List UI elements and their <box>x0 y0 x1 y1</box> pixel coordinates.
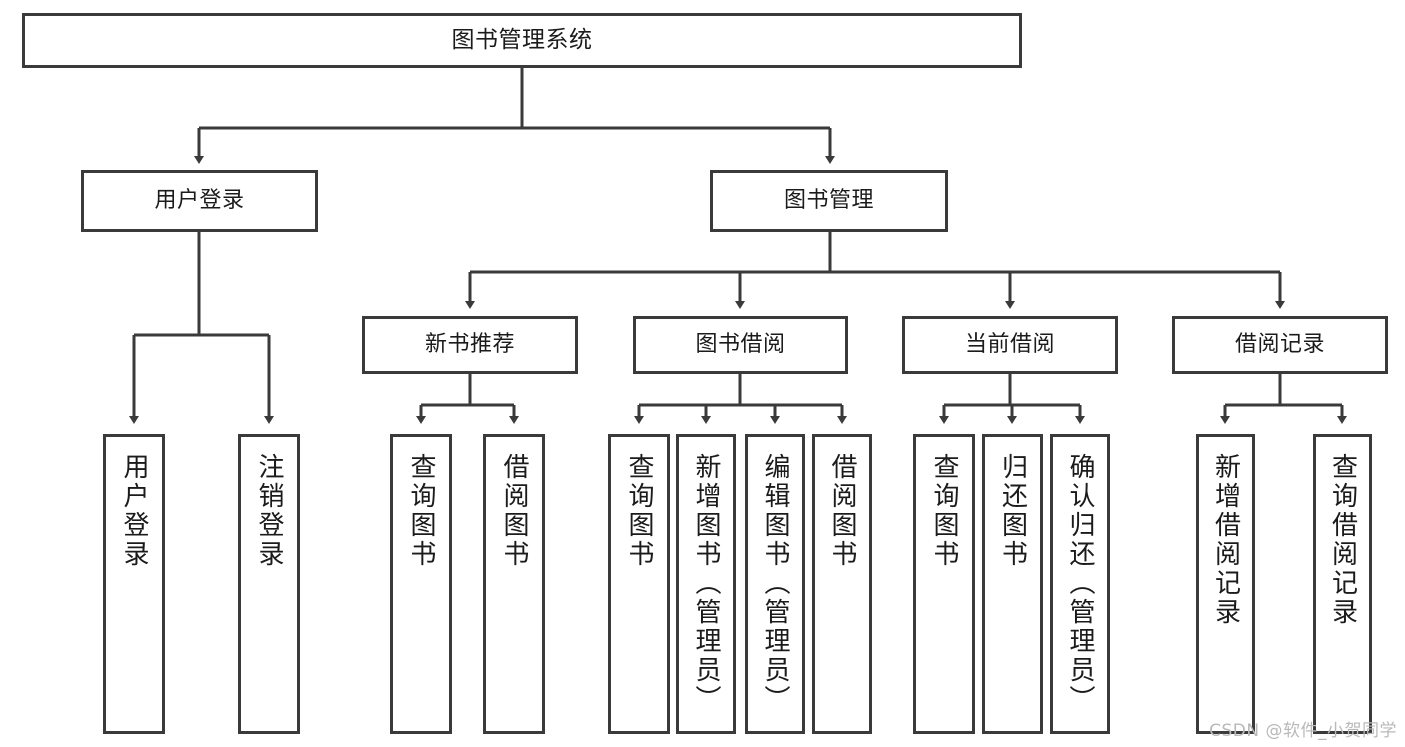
node-label: 确认归还（管理员） <box>1065 453 1095 714</box>
node-label: 用户登录 <box>119 453 149 569</box>
node-label: 查询借阅记录 <box>1327 453 1358 627</box>
node-label: 图书管理系统 <box>451 27 593 54</box>
leaf-current-query-book[interactable]: 查询图书 <box>913 434 975 734</box>
node-label: 借阅图书 <box>827 453 857 569</box>
node-book-management[interactable]: 图书管理 <box>710 170 948 232</box>
node-book-borrow[interactable]: 图书借阅 <box>633 316 848 374</box>
leaf-current-confirm-return-admin[interactable]: 确认归还（管理员） <box>1050 434 1110 734</box>
node-label: 借阅图书 <box>499 453 529 569</box>
leaf-user-login-logout[interactable]: 注销登录 <box>238 434 300 734</box>
node-root-title[interactable]: 图书管理系统 <box>22 13 1022 68</box>
node-label: 新增借阅记录 <box>1210 453 1241 627</box>
node-label: 新增图书（管理员） <box>691 453 721 714</box>
leaf-recommend-query-book[interactable]: 查询图书 <box>390 434 452 734</box>
node-label: 图书借阅 <box>695 332 786 358</box>
leaf-record-query-record[interactable]: 查询借阅记录 <box>1313 434 1372 734</box>
node-label: 图书管理 <box>783 188 874 214</box>
node-label: 查询图书 <box>929 453 959 569</box>
node-label: 注销登录 <box>254 453 284 569</box>
leaf-recommend-borrow-book[interactable]: 借阅图书 <box>483 434 545 734</box>
node-current-borrow[interactable]: 当前借阅 <box>902 316 1118 374</box>
leaf-current-return-book[interactable]: 归还图书 <box>982 434 1043 734</box>
node-label: 借阅记录 <box>1234 332 1325 358</box>
leaf-borrow-edit-book-admin[interactable]: 编辑图书（管理员） <box>745 434 805 734</box>
node-label: 归还图书 <box>997 453 1028 569</box>
leaf-borrow-borrow-book[interactable]: 借阅图书 <box>812 434 872 734</box>
node-label: 编辑图书（管理员） <box>760 453 790 714</box>
leaf-user-login-login[interactable]: 用户登录 <box>103 434 165 734</box>
node-label: 用户登录 <box>154 188 245 214</box>
node-user-login[interactable]: 用户登录 <box>81 170 318 232</box>
node-label: 查询图书 <box>406 453 436 569</box>
leaf-borrow-query-book[interactable]: 查询图书 <box>608 434 670 734</box>
node-borrow-record[interactable]: 借阅记录 <box>1172 316 1388 374</box>
node-label: 查询图书 <box>624 453 654 569</box>
node-new-book-recommend[interactable]: 新书推荐 <box>362 316 578 374</box>
node-label: 新书推荐 <box>424 332 515 358</box>
leaf-borrow-add-book-admin[interactable]: 新增图书（管理员） <box>676 434 736 734</box>
watermark-text: CSDN @软件_小贺同学 <box>1209 721 1397 741</box>
node-label: 当前借阅 <box>964 332 1055 358</box>
leaf-record-add-record[interactable]: 新增借阅记录 <box>1196 434 1255 734</box>
